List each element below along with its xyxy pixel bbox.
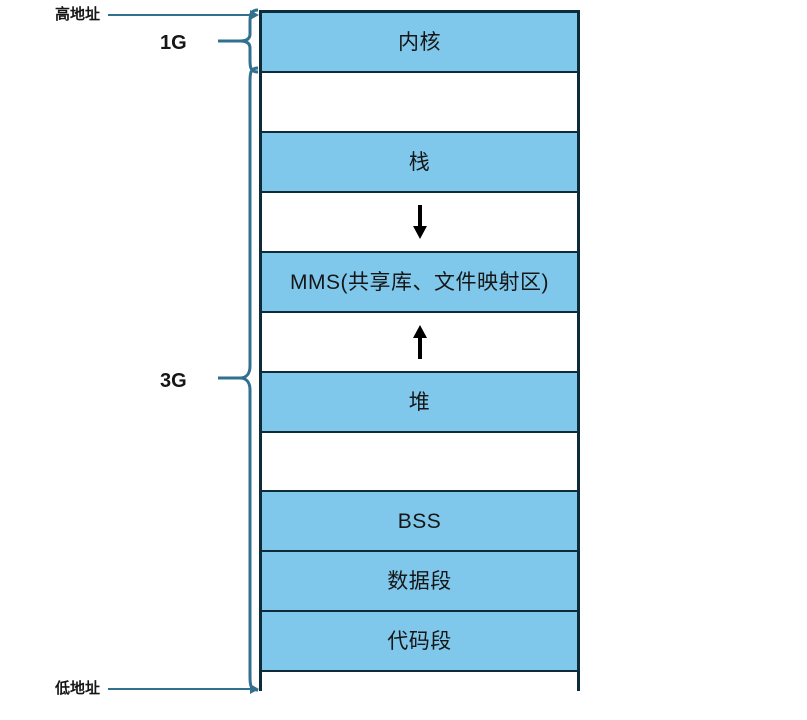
- segment-stack: 栈: [262, 133, 577, 193]
- high-address-arrowhead: [250, 10, 259, 20]
- segment-data: 数据段: [262, 552, 577, 612]
- segment-gap-heap: [262, 313, 577, 373]
- high-address-connector: [108, 14, 255, 16]
- segment-text-label: 代码段: [387, 629, 452, 653]
- heap-grow-up-arrow-icon: [412, 325, 427, 359]
- segment-stack-label: 栈: [408, 150, 431, 174]
- segment-mms-label: MMS(共享库、文件映射区): [290, 270, 549, 294]
- kernel-size-brace: [214, 8, 260, 74]
- kernel-size-label: 1G: [160, 32, 187, 54]
- segment-kernel-label: 内核: [398, 30, 441, 54]
- user-size-brace: [214, 66, 260, 694]
- low-address-connector: [108, 688, 255, 690]
- low-address-label: 低地址: [55, 680, 101, 697]
- memory-segment-column: 内核 栈 MMS(共享库、文件映射区) 堆 BSS: [259, 10, 580, 694]
- segment-heap: 堆: [262, 373, 577, 433]
- segment-gap-1: [262, 73, 577, 133]
- high-address-label: 高地址: [55, 6, 101, 23]
- segment-heap-label: 堆: [408, 390, 431, 414]
- segment-bss: BSS: [262, 492, 577, 552]
- segment-gap-2: [262, 433, 577, 492]
- segment-kernel: 内核: [262, 13, 577, 73]
- segment-gap-stack: [262, 193, 577, 253]
- segment-data-label: 数据段: [387, 569, 452, 593]
- segment-text: 代码段: [262, 612, 577, 672]
- user-size-label: 3G: [160, 370, 187, 392]
- segment-gap-bottom: [262, 672, 577, 694]
- stack-grow-down-arrow-icon: [412, 205, 427, 239]
- segment-bss-label: BSS: [397, 509, 442, 533]
- segment-mms: MMS(共享库、文件映射区): [262, 253, 577, 313]
